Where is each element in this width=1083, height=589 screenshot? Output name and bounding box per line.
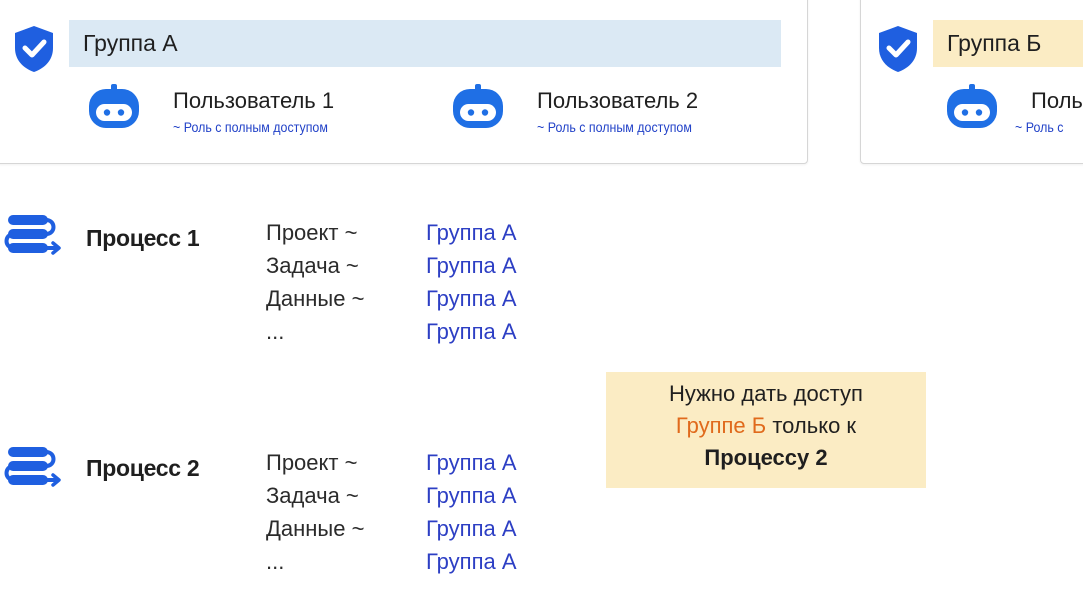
param-label: Задача ~	[266, 483, 359, 508]
param-row: Проект ~ Группа А	[266, 220, 566, 253]
param-value: Группа А	[426, 253, 517, 278]
param-label: ...	[266, 549, 285, 574]
param-value: Группа А	[426, 450, 517, 475]
process-2: Процесс 2 Проект ~ Группа А Задача ~ Гру…	[0, 440, 600, 580]
note-line-3: Процессу 2	[704, 445, 828, 470]
robot-icon	[87, 82, 141, 130]
param-row: ... Группа А	[266, 549, 566, 582]
param-row: Данные ~ Группа А	[266, 286, 566, 319]
param-value: Группа А	[426, 483, 517, 508]
note-line-2-rest: только к	[772, 413, 857, 438]
group-b-title: Группа Б	[933, 20, 1083, 67]
shield-check-icon	[876, 24, 920, 74]
param-row: ... Группа А	[266, 319, 566, 352]
user-name: Пользователь 2	[537, 88, 699, 113]
param-value: Группа А	[426, 220, 517, 245]
param-value: Группа А	[426, 286, 517, 311]
param-label: Проект ~	[266, 450, 358, 475]
process-title: Процесс 2	[86, 455, 200, 481]
note-line-1: Нужно дать доступ	[669, 381, 863, 406]
param-row: Задача ~ Группа А	[266, 253, 566, 286]
access-note: Нужно дать доступ Группе Б только к Проц…	[606, 372, 926, 488]
param-label: ...	[266, 319, 285, 344]
user-role: ~ Роль с	[1015, 120, 1064, 135]
param-label: Задача ~	[266, 253, 359, 278]
shield-check-icon	[12, 24, 56, 74]
note-line-2: Группе Б только к	[606, 410, 926, 442]
robot-icon	[945, 82, 999, 130]
user-name: Пользователь 1	[173, 88, 335, 113]
process-flow-icon	[2, 442, 62, 490]
user-role: ~ Роль с полным доступом	[537, 120, 692, 135]
param-value: Группа А	[426, 319, 517, 344]
param-label: Данные ~	[266, 286, 365, 311]
robot-icon	[451, 82, 505, 130]
process-title: Процесс 1	[86, 225, 200, 251]
param-label: Данные ~	[266, 516, 365, 541]
param-row: Задача ~ Группа А	[266, 483, 566, 516]
group-card-a: Группа А Пользователь 1 ~ Роль с полным …	[0, 0, 808, 164]
user-name: Поль	[1031, 88, 1083, 113]
group-a-title: Группа А	[69, 20, 781, 67]
param-value: Группа А	[426, 549, 517, 574]
param-label: Проект ~	[266, 220, 358, 245]
param-row: Данные ~ Группа А	[266, 516, 566, 549]
param-row: Проект ~ Группа А	[266, 450, 566, 483]
user-role: ~ Роль с полным доступом	[173, 120, 328, 135]
group-card-b: Группа Б Поль ~ Роль с	[860, 0, 1083, 164]
note-highlight-group: Группе Б	[675, 413, 767, 438]
param-value: Группа А	[426, 516, 517, 541]
process-flow-icon	[2, 210, 62, 258]
process-1: Процесс 1 Проект ~ Группа А Задача ~ Гру…	[0, 208, 600, 348]
